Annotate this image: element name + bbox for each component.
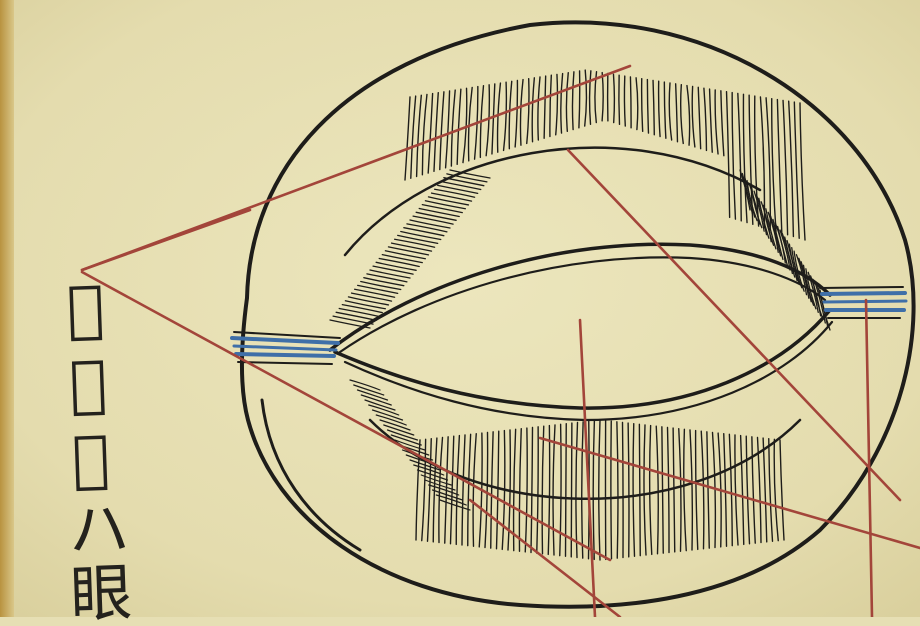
fiber-stroke: [619, 75, 620, 124]
fiber-stroke: [579, 71, 580, 128]
fiber-stroke: [630, 77, 631, 128]
fiber-stroke: [611, 421, 612, 559]
fiber-stroke: [623, 423, 624, 558]
fiber-stroke: [628, 423, 629, 557]
paper-left-edge: [0, 0, 14, 617]
handwritten-annotation: 𩍐帯或ハ眼: [28, 271, 130, 626]
fiber-stroke: [639, 424, 640, 555]
fiber-stroke: [571, 423, 572, 557]
